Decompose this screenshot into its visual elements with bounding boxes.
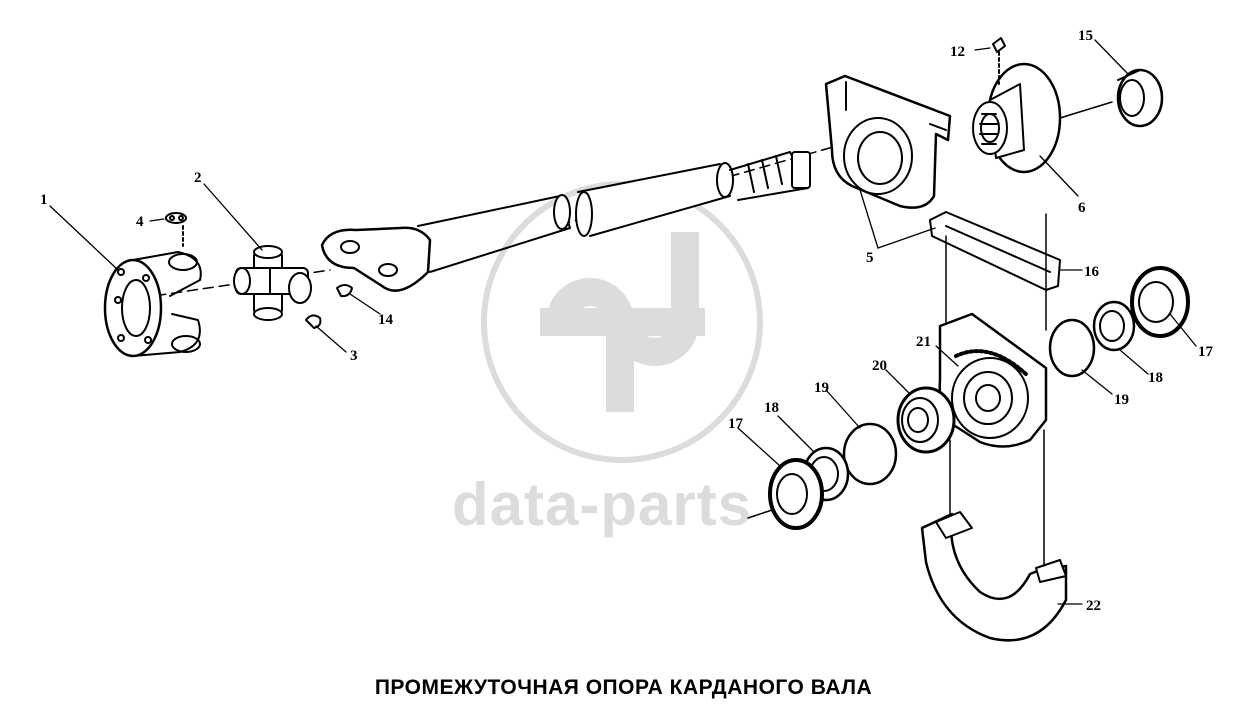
callout-14: 14 (378, 312, 394, 328)
watermark-logo (481, 181, 763, 463)
diagram-caption: ПРОМЕЖУТОЧНАЯ ОПОРА КАРДАНОГО ВАЛА (374, 676, 873, 699)
washer-right (1092, 300, 1136, 352)
bolt (992, 37, 1006, 85)
companion-flange (972, 62, 1113, 174)
callout-1: 1 (40, 192, 48, 208)
support-strap (920, 429, 1068, 642)
callout-2: 2 (194, 170, 202, 186)
retaining-clip (305, 314, 322, 329)
center-bearing-bracket (824, 74, 952, 209)
callout-21: 21 (916, 334, 931, 350)
grease-fitting (336, 284, 353, 298)
callout-17-right: 17 (1198, 344, 1214, 360)
callout-12: 12 (950, 44, 965, 60)
callout-18-left: 18 (764, 400, 779, 416)
callout-19-right: 19 (1114, 392, 1129, 408)
rubber-mount-housing (938, 312, 1048, 448)
callout-4: 4 (136, 214, 144, 230)
leader-lines (49, 39, 1197, 605)
callout-5: 5 (866, 250, 874, 266)
flange-nut (1116, 68, 1164, 128)
watermark-text: data-parts (452, 471, 753, 538)
flange-yoke (103, 251, 202, 358)
support-plate (929, 211, 1061, 331)
snap-ring-right (1048, 318, 1096, 378)
snap-ring-left (842, 422, 898, 486)
callout-17-left: 17 (728, 416, 744, 432)
seal-left (747, 458, 824, 530)
propeller-shaft (320, 151, 811, 292)
center-bearing (896, 386, 956, 454)
callout-15: 15 (1078, 28, 1093, 44)
callout-19-left: 19 (814, 380, 829, 396)
callout-22: 22 (1086, 598, 1101, 614)
lock-plate (165, 212, 187, 247)
callout-labels: 1 2 3 4 5 6 12 14 15 16 17 18 19 21 20 1… (40, 28, 1214, 614)
callout-6: 6 (1078, 200, 1086, 216)
callout-16: 16 (1084, 264, 1100, 280)
callout-20: 20 (872, 358, 887, 374)
callout-3: 3 (350, 348, 358, 364)
callout-18-right: 18 (1148, 370, 1163, 386)
universal-joint-cross (233, 245, 312, 321)
